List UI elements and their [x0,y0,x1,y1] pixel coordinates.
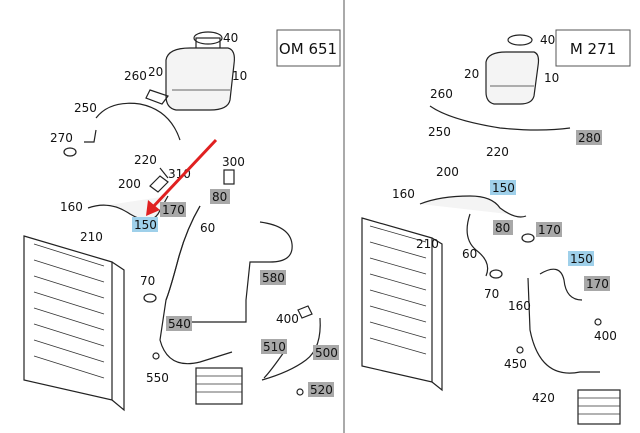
hose-60-right [466,213,489,277]
callout-500-box: 500 [313,345,339,360]
expansion-tank-right [485,34,540,105]
callout-20: 20 [148,65,163,79]
callout-r-160: 160 [392,187,415,201]
o-ring-270 [63,147,77,157]
oil-cooler-left [195,367,243,405]
svg-text:170: 170 [162,203,185,217]
svg-text:80: 80 [495,221,510,235]
hose-250-right [429,105,571,131]
callout-r-250: 250 [428,125,451,139]
hose-500 [261,317,321,381]
right-callouts: 40 20 10 260 250 280 220 200 160 150 80 … [392,33,617,405]
callout-540-box: 540 [166,316,192,331]
svg-text:540: 540 [168,317,191,331]
callout-60: 60 [200,221,215,235]
svg-text:280: 280 [578,131,601,145]
callout-210: 210 [80,230,103,244]
svg-text:170: 170 [538,223,561,237]
engine-title-m271: M 271 [555,29,631,67]
svg-text:170: 170 [586,277,609,291]
svg-text:150: 150 [134,218,157,232]
callout-r-160-lower: 160 [508,299,531,313]
callout-400: 400 [276,312,299,326]
callout-r-200: 200 [436,165,459,179]
svg-text:M 271: M 271 [570,40,616,58]
callout-r-150-box: 150 [490,180,516,195]
callout-220: 220 [134,153,157,167]
svg-text:500: 500 [315,346,338,360]
pipe-540 [159,299,233,365]
callout-r-220: 220 [486,145,509,159]
callout-r-450: 450 [504,357,527,371]
callout-510-box: 510 [261,339,287,354]
callout-r-280-box: 280 [576,130,602,145]
callout-70: 70 [140,274,155,288]
callout-r-400: 400 [594,329,617,343]
callout-580-box: 580 [260,270,286,285]
callout-r-150-lower-box: 150 [568,251,594,266]
svg-text:520: 520 [310,383,333,397]
callout-r-170-box: 170 [536,222,562,237]
callout-40: 40 [223,31,238,45]
callout-170-box: 170 [160,202,186,217]
callout-r-60: 60 [462,247,477,261]
radiator-right [361,217,443,392]
callout-r-210: 210 [416,237,439,251]
callout-270: 270 [50,131,73,145]
callout-300: 300 [222,155,245,169]
callout-r-420: 420 [532,391,555,405]
hose-510 [263,351,285,379]
hose-220 [159,167,169,179]
callout-150-highlighted: 150 [132,217,158,232]
hose-200-right [419,195,527,218]
oil-cooler-right [577,389,621,425]
pipe-580 [180,221,293,323]
callout-r-70: 70 [484,287,499,301]
svg-text:150: 150 [492,181,515,195]
callout-10: 10 [232,69,247,83]
callout-r-170-lower-box: 170 [584,276,610,291]
radiator-left [23,235,125,412]
engine-title-om651: OM 651 [276,29,341,67]
svg-text:150: 150 [570,252,593,266]
callout-250: 250 [74,101,97,115]
svg-text:510: 510 [263,340,286,354]
callout-310: 310 [168,167,191,181]
hose-150-lower-right [539,268,583,301]
svg-text:580: 580 [262,271,285,285]
callout-200: 200 [118,177,141,191]
svg-text:OM 651: OM 651 [279,40,337,58]
expansion-tank [145,31,235,111]
svg-text:80: 80 [212,190,227,204]
callout-r-40: 40 [540,33,555,47]
hose-250 [95,102,181,141]
callout-160: 160 [60,200,83,214]
callout-r-20: 20 [464,67,479,81]
callout-520-box: 520 [308,382,334,397]
callout-550: 550 [146,371,169,385]
callout-260: 260 [124,69,147,83]
callout-r-80-box: 80 [493,220,513,235]
left-callouts: 40 260 20 10 250 270 220 310 300 200 80 … [50,31,339,397]
right-parts [361,34,621,425]
callout-r-10: 10 [544,71,559,85]
callout-80-box: 80 [210,189,230,204]
callout-r-260: 260 [430,87,453,101]
pipe-420-right [527,277,600,374]
ring-70 [143,293,157,303]
red-arrow [146,138,218,216]
